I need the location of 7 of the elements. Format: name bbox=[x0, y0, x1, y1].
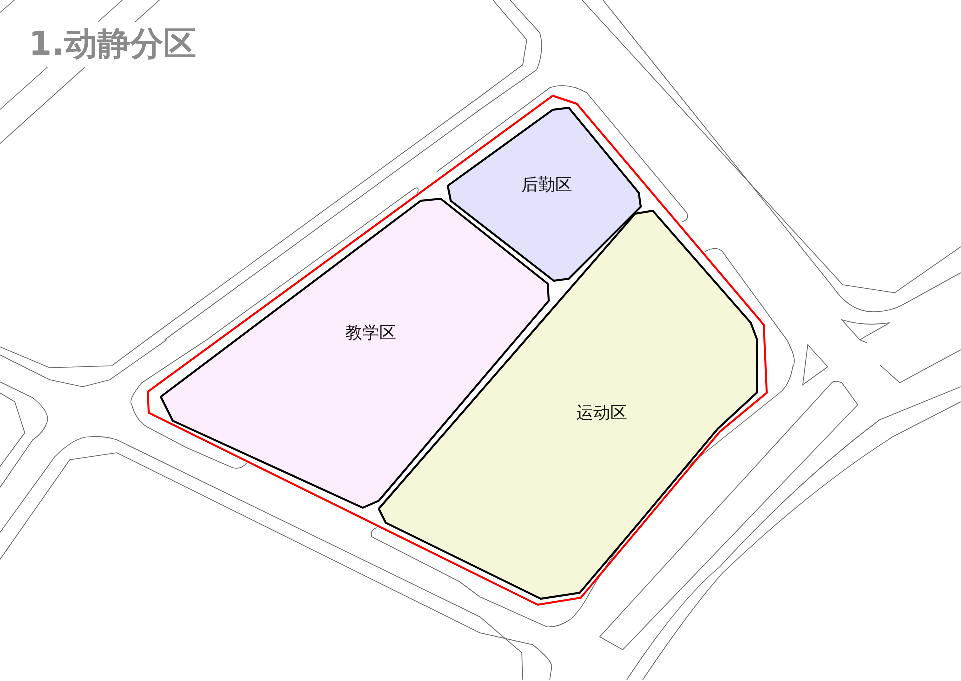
zone-area bbox=[160, 198, 550, 509]
zone-label: 后勤区 bbox=[522, 174, 572, 196]
zone-area bbox=[378, 210, 758, 600]
site-boundary bbox=[147, 95, 768, 606]
zone-label: 教学区 bbox=[346, 322, 396, 344]
zone-area bbox=[447, 107, 642, 282]
zone-label: 运动区 bbox=[576, 402, 628, 424]
